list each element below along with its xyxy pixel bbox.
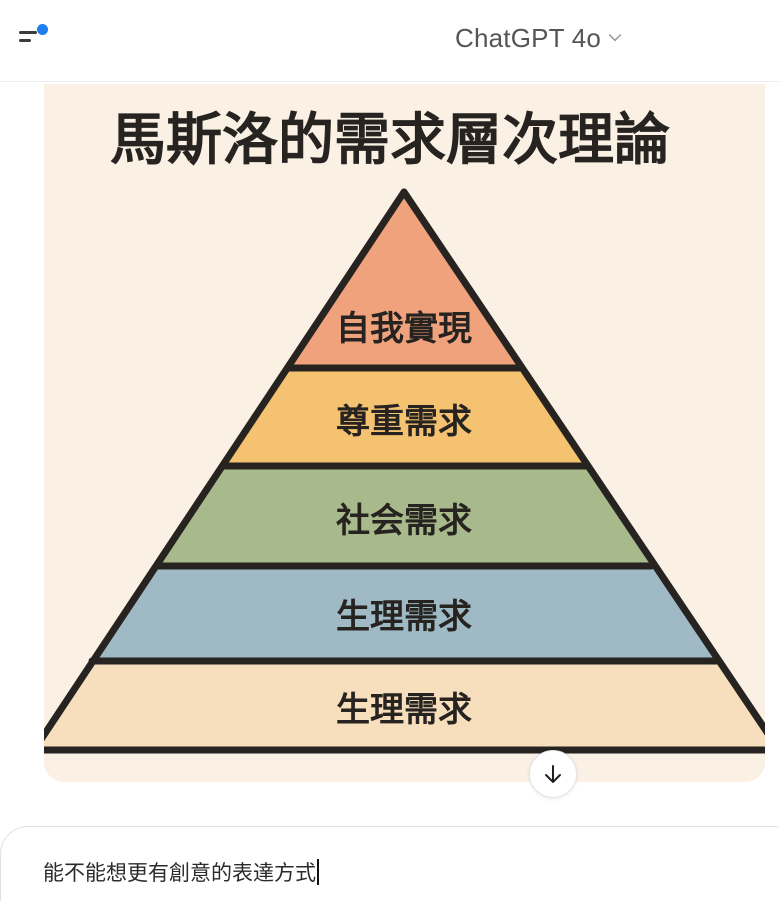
pyramid-level-3 xyxy=(157,466,651,566)
menu-line-icon xyxy=(19,39,31,42)
model-selector[interactable]: ChatGPT 4o xyxy=(455,20,622,56)
composer-text: 能不能想更有創意的表達方式 xyxy=(43,861,316,885)
sidebar-menu-button[interactable] xyxy=(14,22,54,54)
level-label: 生理需求 xyxy=(336,597,472,637)
level-label: 尊重需求 xyxy=(336,402,472,442)
message-composer[interactable]: 能不能想更有創意的表達方式 xyxy=(0,826,779,901)
composer-input[interactable]: 能不能想更有創意的表達方式 xyxy=(43,857,319,887)
model-name: ChatGPT 4o xyxy=(455,22,602,53)
level-label: 社会需求 xyxy=(336,501,472,541)
pyramid-level-1 xyxy=(288,192,521,368)
chevron-down-icon xyxy=(608,28,622,42)
top-bar: ChatGPT 4o xyxy=(0,0,779,82)
arrow-down-icon xyxy=(545,765,561,783)
pyramid-level-2 xyxy=(223,368,586,466)
scroll-to-bottom-button[interactable] xyxy=(529,750,577,798)
pyramid-illustration: 馬斯洛的需求層次理論 自我實現 尊重需求 社会需求 生理需求 生理需求 xyxy=(44,84,765,782)
menu-line-icon xyxy=(19,31,37,34)
level-label: 生理需求 xyxy=(336,690,472,730)
text-caret xyxy=(317,859,319,885)
pyramid-level-4 xyxy=(92,566,718,661)
generated-image[interactable]: 馬斯洛的需求層次理論 自我實現 尊重需求 社会需求 生理需求 生理需求 xyxy=(44,84,765,782)
pyramid-level-5 xyxy=(44,661,765,750)
level-label: 自我實現 xyxy=(336,309,472,349)
image-title: 馬斯洛的需求層次理論 xyxy=(110,108,670,173)
notification-dot xyxy=(37,24,48,35)
